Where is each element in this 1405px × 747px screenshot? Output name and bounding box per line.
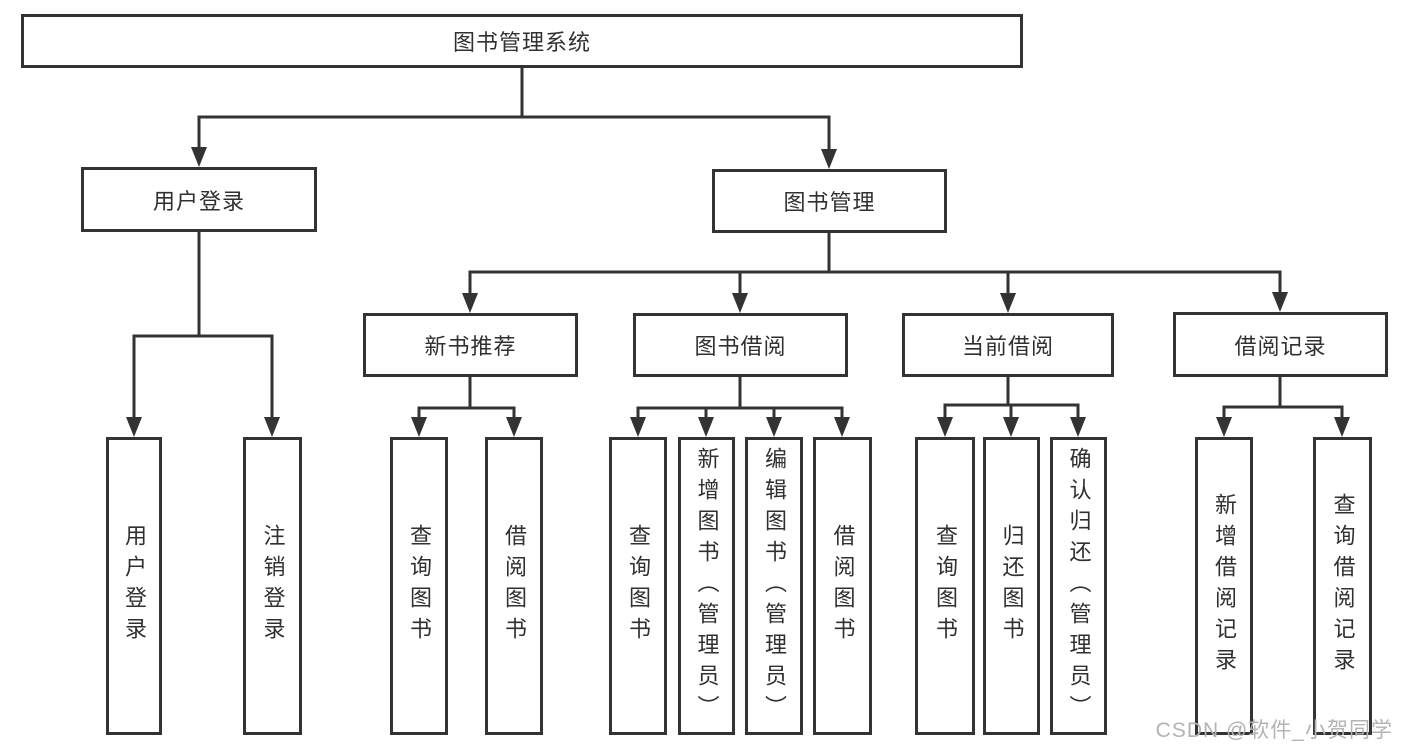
node-book-borrowing-label: 图书借阅 xyxy=(694,334,787,359)
node-new-book-recommend: 新书推荐 xyxy=(363,313,578,377)
node-borrowing-records: 借阅记录 xyxy=(1173,312,1388,377)
leaf-query-books-borrowing: 查询图书 xyxy=(609,437,667,735)
leaf-add-borrow-record-label: 新增借阅记录 xyxy=(1212,493,1237,679)
node-current-borrowing: 当前借阅 xyxy=(902,313,1114,377)
leaf-add-book-admin: 新增图书（管理员） xyxy=(678,437,735,735)
leaf-edit-book-admin-label: 编辑图书（管理员） xyxy=(762,446,787,726)
node-book-borrowing: 图书借阅 xyxy=(633,313,848,377)
node-user-login-label: 用户登录 xyxy=(152,188,245,214)
node-current-borrowing-label: 当前借阅 xyxy=(961,334,1054,359)
node-user-login: 用户登录 xyxy=(81,167,317,232)
leaf-query-books-current-label: 查询图书 xyxy=(933,524,958,648)
node-book-management-label: 图书管理 xyxy=(783,190,876,215)
leaf-confirm-return-admin-label: 确认归还（管理员） xyxy=(1066,446,1092,726)
leaf-edit-book-admin: 编辑图书（管理员） xyxy=(745,437,803,735)
leaf-borrow-books-recommend: 借阅图书 xyxy=(485,437,543,735)
node-borrowing-records-label: 借阅记录 xyxy=(1234,333,1327,359)
leaf-query-borrow-record-label: 查询借阅记录 xyxy=(1330,493,1356,679)
leaf-return-books-label: 归还图书 xyxy=(999,524,1025,648)
leaf-logout: 注销登录 xyxy=(243,437,302,735)
leaf-borrow-books-borrowing: 借阅图书 xyxy=(813,437,872,735)
leaf-borrow-books-recommend-label: 借阅图书 xyxy=(502,524,527,648)
leaf-query-books-current: 查询图书 xyxy=(915,437,975,735)
leaf-user-login-label: 用户登录 xyxy=(122,524,147,648)
node-new-book-recommend-label: 新书推荐 xyxy=(424,334,517,359)
leaf-add-book-admin-label: 新增图书（管理员） xyxy=(694,446,720,726)
node-root: 图书管理系统 xyxy=(21,14,1023,68)
leaf-add-borrow-record: 新增借阅记录 xyxy=(1195,437,1253,735)
leaf-query-borrow-record: 查询借阅记录 xyxy=(1313,437,1372,735)
leaf-return-books: 归还图书 xyxy=(983,437,1040,735)
leaf-query-books-recommend-label: 查询图书 xyxy=(407,524,432,648)
leaf-confirm-return-admin: 确认归还（管理员） xyxy=(1050,437,1107,735)
leaf-borrow-books-borrowing-label: 借阅图书 xyxy=(830,524,856,648)
leaf-user-login: 用户登录 xyxy=(106,437,162,735)
leaf-query-books-recommend: 查询图书 xyxy=(390,437,448,735)
csdn-watermark: CSDN @软件_小贺同学 xyxy=(1155,719,1393,742)
node-book-management: 图书管理 xyxy=(712,169,947,233)
leaf-logout-label: 注销登录 xyxy=(260,524,286,648)
node-root-label: 图书管理系统 xyxy=(452,30,591,55)
leaf-query-books-borrowing-label: 查询图书 xyxy=(626,524,651,648)
